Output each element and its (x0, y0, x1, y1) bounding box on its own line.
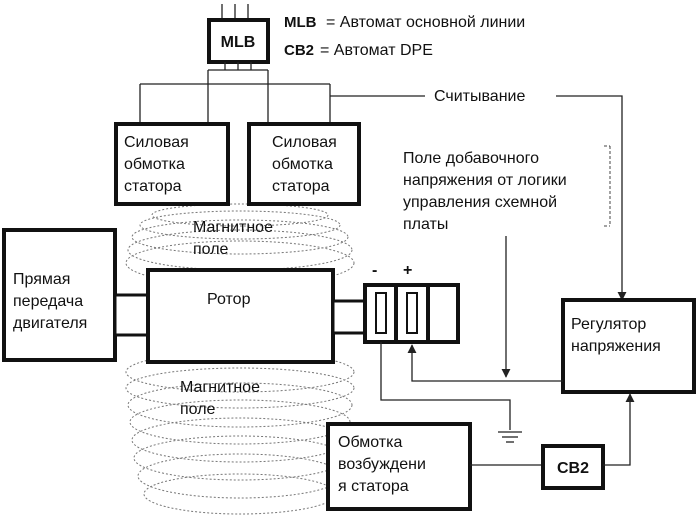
magnetic-field-bottom-line-1: Магнитное (180, 379, 260, 396)
minus-sign: - (372, 262, 377, 279)
field-voltage-line-1: Поле добавочного (403, 150, 539, 167)
regulator-line-2: напряжения (571, 338, 661, 355)
field-voltage-label: Поле добавочного напряжения от логики уп… (403, 150, 567, 233)
engine-line-3: двигателя (13, 315, 87, 332)
stator-winding-right: Силовая обмотка статора (247, 122, 361, 206)
field-voltage-bracket (604, 145, 611, 227)
legend-mlb-desc: = Автомат основной линии (326, 14, 525, 31)
excitation-line-2: возбуждени (338, 456, 426, 473)
stator-left-line-3: статора (124, 178, 182, 195)
magnetic-field-bottom-line-2: поле (180, 401, 216, 418)
legend: MLB = Автомат основной линии CB2 = Автом… (284, 14, 525, 59)
stator-right-line-3: статора (272, 178, 330, 195)
stator-right-line-1: Силовая (272, 134, 337, 151)
cb2-to-regulator-arrow (603, 393, 635, 466)
legend-mlb-abbr: MLB (284, 14, 317, 31)
engine-line-1: Прямая (13, 271, 70, 288)
stator-winding-left: Силовая обмотка статора (114, 122, 230, 206)
stator-right-line-2: обмотка (272, 156, 333, 173)
readout-arrow (556, 95, 627, 301)
stator-left-line-1: Силовая (124, 134, 189, 151)
regulator-output-arrow (407, 344, 563, 382)
mlb-breaker: MLB (207, 18, 270, 64)
plus-sign: + (403, 262, 412, 279)
regulator-line-1: Регулятор (571, 316, 646, 333)
excitation-line-3: я статора (338, 478, 409, 495)
excitation-line-1: Обмотка (338, 434, 402, 451)
drive-shaft-right (331, 299, 367, 335)
rotor-label: Ротор (207, 291, 251, 308)
engine-line-2: передача (13, 293, 83, 310)
ground-symbol (380, 342, 522, 443)
field-voltage-line-2: напряжения от логики (403, 172, 567, 189)
mlb-output-wiring (139, 62, 425, 124)
field-voltage-line-4: платы (403, 216, 448, 233)
cb2-breaker: CB2 (541, 444, 605, 490)
excitation-winding: Обмотка возбуждени я статора (326, 422, 472, 511)
stator-left-line-2: обмотка (124, 156, 185, 173)
mlb-label: MLB (221, 34, 256, 51)
voltage-regulator: Регулятор напряжения (561, 298, 696, 394)
legend-cb2-abbr: CB2 (284, 42, 314, 59)
drive-shaft-left (113, 293, 150, 337)
magnetic-field-top-line-2: поле (193, 241, 229, 258)
legend-cb2-desc: = Автомат DPE (320, 42, 433, 59)
engine-direct-drive: Прямая передача двигателя (2, 228, 117, 362)
field-voltage-line-3: управления схемной (403, 194, 557, 211)
readout-label: Считывание (434, 88, 525, 105)
mlb-input-lines (221, 4, 249, 20)
rotor: Ротор (146, 268, 335, 364)
magnetic-field-top-line-1: Магнитное (193, 219, 273, 236)
cb2-label: CB2 (557, 460, 589, 477)
slip-rings (363, 283, 460, 344)
